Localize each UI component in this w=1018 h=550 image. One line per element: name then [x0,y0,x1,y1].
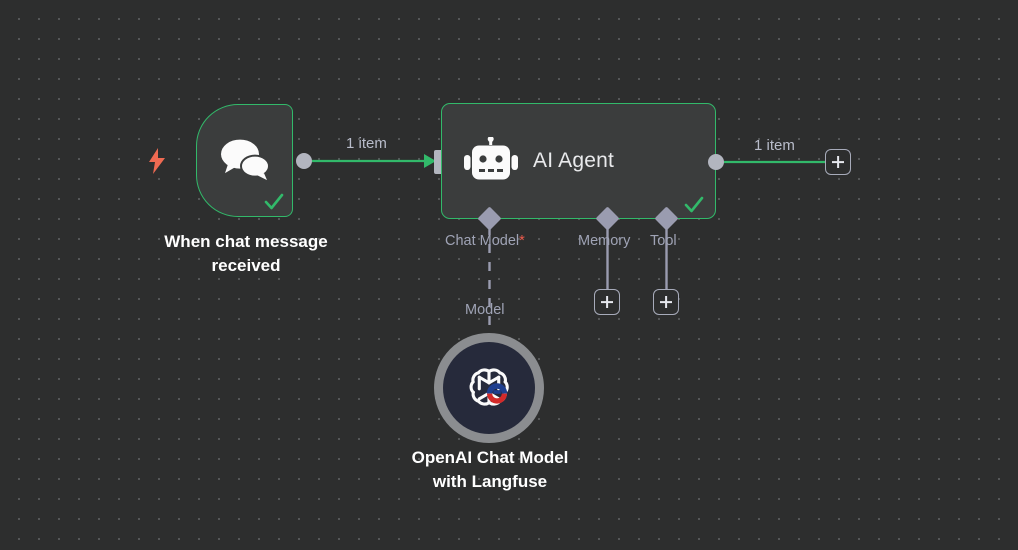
robot-icon [464,136,518,185]
add-node-button-tool[interactable] [653,289,679,315]
subport-label-model: Model [465,302,505,318]
trigger-output-port[interactable] [296,153,312,169]
agent-input-port[interactable] [434,150,444,174]
subport-label-memory: Memory [578,233,631,249]
agent-node-title: AI Agent [533,149,614,172]
check-icon [683,194,705,216]
node-ai-agent[interactable]: AI Agent [441,103,716,219]
openai-logo-icon [465,364,513,412]
add-node-button-memory[interactable] [594,289,620,315]
node-openai-chat-model-with-langfuse[interactable] [434,333,544,443]
subport-label-chat-model-text: Chat Model [445,233,520,249]
subport-label-tool: Tool [650,233,677,249]
subport-label-chat-model: Chat Model* [445,233,525,249]
chat-bubbles-icon [217,135,273,183]
required-asterisk: * [519,233,525,249]
edge-label-agent-to-next: 1 item [754,137,795,154]
agent-output-port[interactable] [708,154,724,170]
model-node-label: OpenAI Chat Model with Langfuse [411,448,569,491]
check-icon [263,191,285,213]
lightning-bolt-icon [147,148,167,174]
edge-label-trigger-to-agent: 1 item [346,135,387,152]
trigger-node-label: When chat message received [164,232,328,275]
model-node-inner-circle [443,342,535,434]
node-when-chat-message-received[interactable] [196,104,293,217]
add-node-button-main[interactable] [825,149,851,175]
magnet-icon [486,383,508,404]
